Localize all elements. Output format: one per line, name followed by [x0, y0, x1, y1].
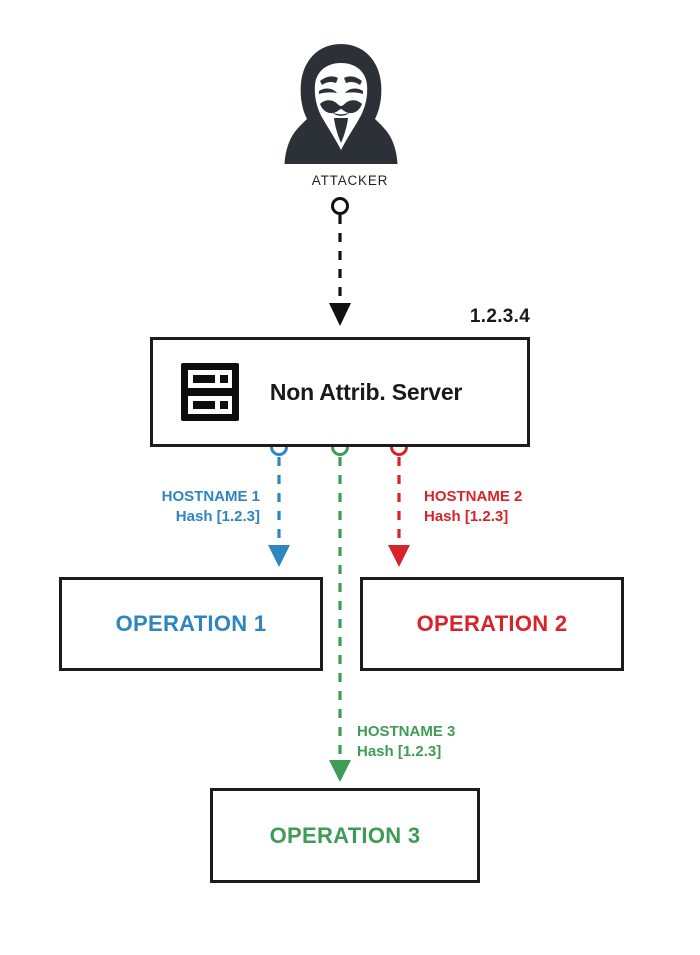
attacker-to-server-arrowhead — [329, 303, 351, 326]
operation-1-node[interactable]: OPERATION 1 — [59, 577, 323, 671]
hostname-2-name: HOSTNAME 2 — [424, 488, 523, 505]
hostname-2-annotation: HOSTNAME 2 Hash [1.2.3] — [424, 487, 584, 527]
server-to-operation-3-arrowhead — [329, 760, 351, 782]
non-attributable-server-node[interactable]: Non Attrib. Server — [150, 337, 530, 447]
hostname-3-name: HOSTNAME 3 — [357, 723, 456, 740]
hostname-1-hash: Hash [1.2.3] — [175, 507, 260, 525]
server-title: Non Attrib. Server — [269, 378, 463, 405]
operation-2-label: OPERATION 2 — [416, 611, 568, 636]
attacker-label: ATTACKER — [311, 173, 389, 188]
server-to-operation-1-arrowhead — [268, 545, 290, 567]
hostname-1-name: HOSTNAME 1 — [161, 488, 260, 505]
hostname-2-hash: Hash [1.2.3] — [424, 507, 509, 525]
operation-3-node[interactable]: OPERATION 3 — [210, 788, 480, 883]
operation-2-node[interactable]: OPERATION 2 — [360, 577, 624, 671]
attacker-origin-dot — [331, 197, 349, 215]
hostname-3-annotation: HOSTNAME 3 Hash [1.2.3] — [357, 722, 517, 762]
hostname-1-annotation: HOSTNAME 1 Hash [1.2.3] — [110, 487, 260, 527]
server-ip-label: 1.2.3.4 — [469, 306, 531, 327]
operation-1-label: OPERATION 1 — [115, 611, 267, 636]
hacker-anonymous-mask-icon — [276, 42, 406, 167]
server-to-operation-2-arrowhead — [388, 545, 410, 567]
server-rack-icon — [181, 363, 239, 421]
operation-3-label: OPERATION 3 — [269, 822, 421, 848]
hostname-3-hash: Hash [1.2.3] — [357, 742, 442, 760]
